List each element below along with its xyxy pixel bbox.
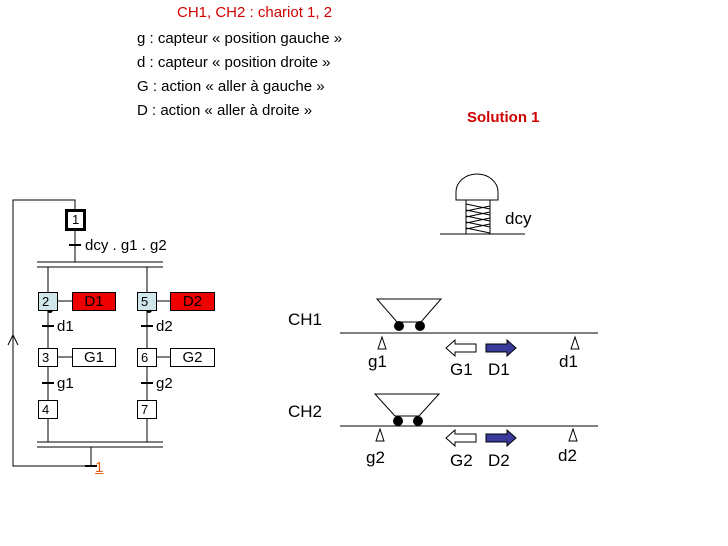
action-g1: G1 <box>72 348 116 367</box>
ch2-action-g2: G2 <box>450 451 473 470</box>
step-1-initial: 1 <box>65 209 86 231</box>
ch1-action-d1: D1 <box>488 360 510 379</box>
step-3: 3 <box>38 348 58 367</box>
ch2-label: CH2 <box>288 402 323 421</box>
transition-g2-label: g2 <box>156 375 173 392</box>
legend-line-g: g : capteur « position gauche » <box>137 30 343 47</box>
ch2-action-d2: D2 <box>488 451 510 470</box>
transition-dcy-label: dcy . g1 . g2 <box>85 237 167 254</box>
transition-d1-label: d1 <box>57 318 74 335</box>
ch1-label: CH1 <box>288 310 323 329</box>
transition-g1-label: g1 <box>57 375 74 392</box>
legend-line-D: D : action « aller à droite » <box>137 102 313 119</box>
ch1-sensor-g1: g1 <box>368 352 387 371</box>
step-6: 6 <box>137 348 157 367</box>
transition-d2-label: d2 <box>156 318 173 335</box>
ch2-sensor-g2: g2 <box>366 448 385 467</box>
step-4: 4 <box>38 400 58 419</box>
step-7: 7 <box>137 400 157 419</box>
ch1-sensor-d1: d1 <box>559 352 578 371</box>
action-g2: G2 <box>170 348 215 367</box>
legend-line-G: G : action « aller à gauche » <box>137 78 325 95</box>
transition-final-label: 1 <box>95 459 104 476</box>
ch1-action-g1: G1 <box>450 360 473 379</box>
step-2: 2 <box>38 292 58 311</box>
step-5: 5 <box>137 292 157 311</box>
action-d1: D1 <box>72 292 116 311</box>
ch2-sensor-d2: d2 <box>558 446 577 465</box>
solution-label: Solution 1 <box>467 109 540 126</box>
dcy-button-label: dcy <box>505 209 532 228</box>
legend-title: CH1, CH2 : chariot 1, 2 <box>177 4 333 21</box>
legend-line-d: d : capteur « position droite » <box>137 54 331 71</box>
action-d2: D2 <box>170 292 215 311</box>
